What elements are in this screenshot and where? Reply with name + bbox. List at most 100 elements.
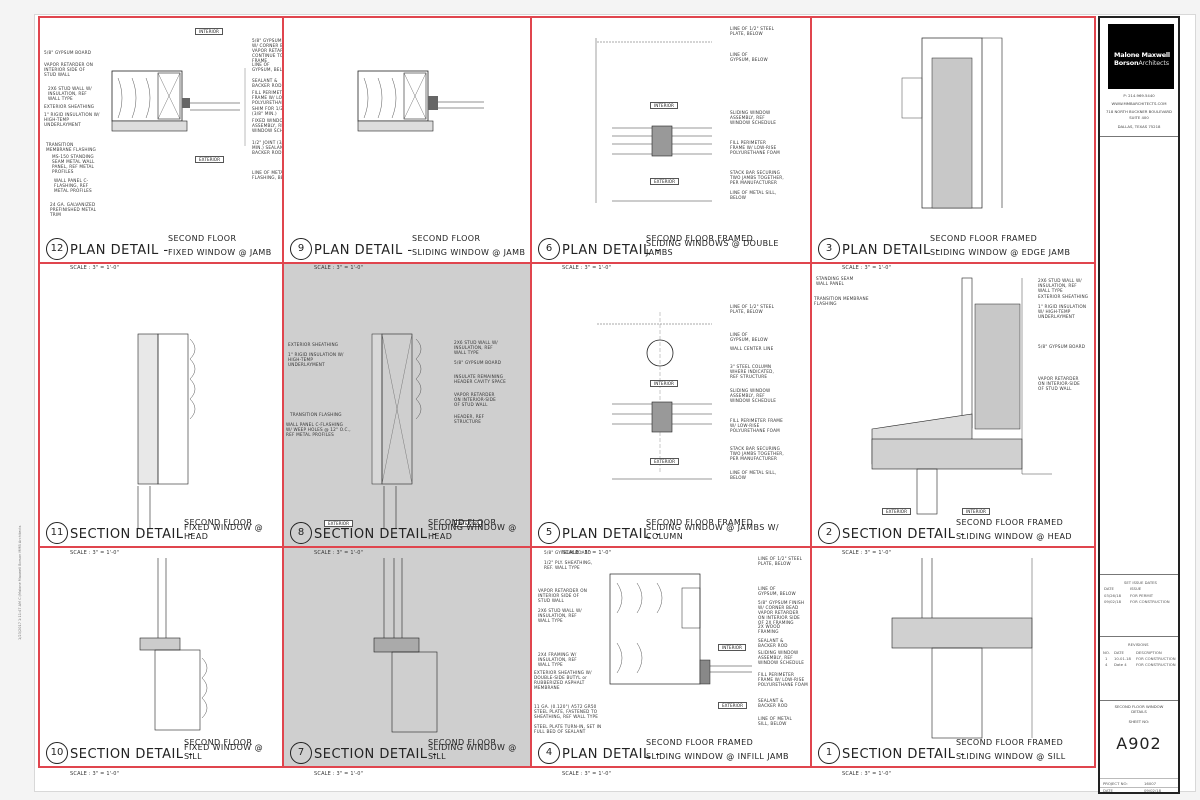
note: LINE OF 1/2" STEEL PLATE, BELOW [758,556,803,566]
scale-note: SCALE : 3" = 1'-0" [70,550,120,556]
note: SEALANT & BACKER ROD [252,78,282,88]
detail-11[interactable]: 11 SECTION DETAIL - SECOND FLOOR FIXED W… [38,262,284,548]
detail-4[interactable]: INTERIOR EXTERIOR 5/8" GYPSUM BOARD 1/2"… [530,546,812,768]
note: VAPOR RETARDER ON INTERIOR-SIDE OF STUD … [1038,376,1080,391]
note: LINE OF METAL SILL, BELOW [730,190,777,200]
scale-note: SCALE : 3" = 1'-0" [70,265,120,271]
scale-note: SCALE : 3" = 1'-0" [314,265,364,271]
note: VAPOR RETARDER TO CONTINUE TO WINDOW FRA… [252,48,284,63]
firm-name-line2: BorsonArchitects [1114,59,1169,67]
scale-note: SCALE : 3" = 1'-0" [562,265,612,271]
detail-7-drawing [373,558,438,733]
detail-11-drawing [137,333,196,529]
detail-10[interactable]: 10 SECTION DETAIL - SECOND FLOOR FIXED W… [38,546,284,768]
scale-note: SCALE : 3" = 1'-0" [314,771,364,777]
detail-subject: FIXED WINDOW @ JAMB [168,248,272,257]
detail-number-bubble: 11 [46,522,68,544]
note: LINE OF GYPSUM, BELOW [252,62,283,72]
scale-note: SCALE : 3" = 1'-0" [842,265,892,271]
note: LINE OF GYPSUM, BELOW [730,332,768,342]
detail-6-drawing [595,38,712,203]
note: LINE OF METAL SILL, BELOW [730,470,777,480]
detail-5-drawing [597,312,712,480]
detail-3[interactable]: 3 PLAN DETAIL - SECOND FLOOR FRAMED SLID… [810,16,1096,264]
detail-number-bubble: 8 [290,522,312,544]
note: SLIDING WINDOW ASSEMBLY, REF WINDOW SCHE… [730,110,777,125]
note: SEALANT & BACKER ROD [758,698,788,708]
note: EXTERIOR SHEATHING [44,104,95,109]
detail-2[interactable]: STANDING SEAM WALL PANEL TRANSITION MEMB… [810,262,1096,548]
note: WALL PANEL C- FLASHING, REF METAL PROFIL… [54,178,92,193]
sheet-title: SECOND FLOOR WINDOW DETAILS [1114,704,1164,714]
note: HEADER, REF STRUCTURE [454,414,485,424]
scale-note: SCALE : 3" = 1'-0" [70,771,120,777]
detail-12[interactable]: INTERIOR EXTERIOR 5/8" GYPSUM BOARD VAPO… [38,16,284,264]
note: WALL PANEL C-FLASHING W/ WEEP HOLES @ 12… [286,422,351,437]
detail-6[interactable]: INTERIOR EXTERIOR LINE OF 1/2" STEEL PLA… [530,16,812,264]
note: VAPOR RETARDER ON INTERIOR SIDE OF STUD … [538,588,588,603]
note: 1/2" JOINT (3/8" MIN.) SEALANT & BACKER … [252,140,284,155]
note: LINE OF GYPSUM, BELOW [730,52,768,62]
note: 5/8" GYPSUM BOARD [454,360,502,365]
detail-type: SECTION DETAIL - [842,747,966,762]
detail-type: SECTION DETAIL - [70,527,194,542]
divider [1100,574,1178,575]
detail-10-drawing [139,558,208,731]
note: LINE OF METAL SILL, BELOW [758,716,793,726]
detail-8[interactable]: EXTERIOR SHEATHING 1" RIGID INSULATION W… [282,262,532,548]
note: 24 GA. GALVANIZED PREFINISHED METAL TRIM [50,202,97,217]
firm-name-line1: Malone Maxwell [1114,51,1170,59]
sheet-plot-note: 1/23/2017 1:11:47 AM C:\Malone Maxwell B… [18,525,22,640]
detail-number-bubble: 9 [290,238,312,260]
issue-row-date: 09/02/18 [1104,599,1122,604]
detail-number-bubble: 5 [538,522,560,544]
rev-row-desc: FOR CONSTRUCTION [1136,656,1176,661]
note: 5/8" GYPSUM FINISH W/ CORNER BEAD [252,38,282,48]
revisions-heading: REVISIONS [1128,642,1149,647]
note: 2X WOOD FRAMING [758,624,781,634]
detail-number-bubble: 6 [538,238,560,260]
detail-floor: SECOND FLOOR FRAMED [956,738,1064,747]
note: LINE OF METAL FLASHING, BELOW [252,170,284,180]
detail-9[interactable]: 9 PLAN DETAIL - SECOND FLOOR SLIDING WIN… [282,16,532,264]
rev-row-date: 10.01.18 [1114,656,1131,661]
note: 2X6 STUD WALL W/ INSULATION, REF WALL TY… [1038,278,1082,293]
detail-type: PLAN DETAIL - [562,243,661,258]
detail-number-bubble: 4 [538,742,560,764]
detail-subject: SLIDING WINDOW @ JAMB [412,248,526,257]
detail-type: SECTION DETAIL - [70,747,194,762]
exterior-tag: EXTERIOR [650,458,679,465]
interior-tag: INTERIOR [650,380,678,387]
note: 1" RIGID INSULATION W/ HIGH-TEMP UNDERLA… [44,112,100,127]
sheet-number: A902 [1116,734,1162,753]
detail-floor: SECOND FLOOR [428,738,497,747]
exterior-tag: EXTERIOR [718,702,747,709]
note: 5/8" GYPSUM BOARD [44,50,92,55]
detail-floor: SECOND FLOOR FRAMED [930,234,1038,243]
note: STANDING SEAM WALL PANEL [816,276,854,286]
note: FILL PERIMETER FRAME W/ LOW-RISE POLYURE… [758,672,808,687]
project-no: 16007 [1144,781,1157,786]
detail-5[interactable]: INTERIOR EXTERIOR LINE OF 1/2" STEEL PLA… [530,262,812,548]
issue-row-desc: FOR CONSTRUCTION [1130,599,1170,604]
firm-website[interactable]: WWW.MMBARCHITECTS.COM [1111,101,1167,106]
note: FIXED WINDOW ASSEMBLY, REF WINDOW SCHEDU… [252,118,282,133]
rev-row-date: Date 4 [1114,662,1127,667]
detail-floor: SECOND FLOOR FRAMED [646,518,754,527]
note: SHIM FOR 1/2" (3/8" MIN.) [252,106,282,116]
interior-tag: INTERIOR [195,28,223,35]
note: SLIDING WINDOW ASSEMBLY, REF WINDOW SCHE… [730,388,777,403]
note: LINE OF GYPSUM, BELOW [758,586,796,596]
detail-7[interactable]: 7 SECTION DETAIL - SECOND FLOOR SLIDING … [282,546,532,768]
interior-tag: INTERIOR [650,102,678,109]
detail-1[interactable]: 1 SECTION DETAIL - SECOND FLOOR FRAMED S… [810,546,1096,768]
detail-subject: FIXED WINDOW @ HEAD [184,523,263,541]
note: 5/8" GYPSUM BOARD [1038,344,1086,349]
scale-note: SCALE : 3" = 1'-0" [562,550,612,556]
note: FILL PERIMETER FRAME W/ LOW-RISE POLYURE… [730,140,780,155]
rev-row-no: 4 [1105,662,1108,667]
note: 5/8" GYPSUM BOARD [544,550,592,555]
detail-grid: INTERIOR EXTERIOR 5/8" GYPSUM BOARD VAPO… [38,16,1096,794]
detail-type: SECTION DETAIL - [314,527,438,542]
detail-subject: SLIDING WINDOW @ HEAD [956,532,1072,541]
